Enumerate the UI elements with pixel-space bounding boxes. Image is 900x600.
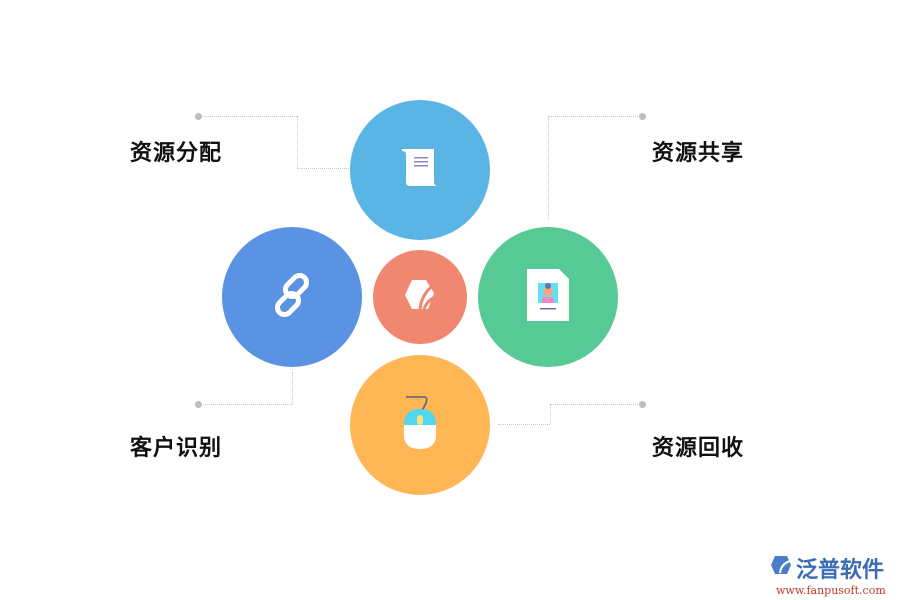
mouse-icon <box>400 395 440 455</box>
connector-line <box>550 404 642 405</box>
label-customer-identification: 客户识别 <box>130 436 223 461</box>
label-resource-recovery: 资源回收 <box>652 436 745 461</box>
node-customer-identification <box>222 227 362 367</box>
brand-name: 泛普软件 <box>796 558 885 583</box>
brand-logo: 泛普软件 www.fanpusoft.com <box>770 552 895 597</box>
node-resource-allocation <box>350 100 490 240</box>
connector-line <box>498 424 550 425</box>
node-center-brand <box>373 250 467 344</box>
connector-line <box>548 116 642 117</box>
brand-logo-icon <box>770 555 792 581</box>
chain-link-icon <box>267 270 317 324</box>
brand-hexagon-icon <box>400 275 440 319</box>
connector-line <box>297 168 349 169</box>
scroll-document-icon <box>398 146 442 194</box>
connector-dot-top-right <box>639 113 646 120</box>
connector-line <box>548 116 549 220</box>
label-resource-allocation: 资源分配 <box>130 141 223 166</box>
connector-line <box>297 116 298 168</box>
brand-url: www.fanpusoft.com <box>776 584 886 597</box>
connector-line <box>292 372 293 404</box>
connector-line <box>198 116 297 117</box>
label-resource-sharing: 资源共享 <box>652 141 745 166</box>
node-resource-sharing <box>478 227 618 367</box>
node-resource-recovery <box>350 355 490 495</box>
connector-dot-bottom-right <box>639 401 646 408</box>
profile-card-icon <box>525 267 571 327</box>
connector-line <box>198 404 292 405</box>
connector-line <box>550 404 551 424</box>
